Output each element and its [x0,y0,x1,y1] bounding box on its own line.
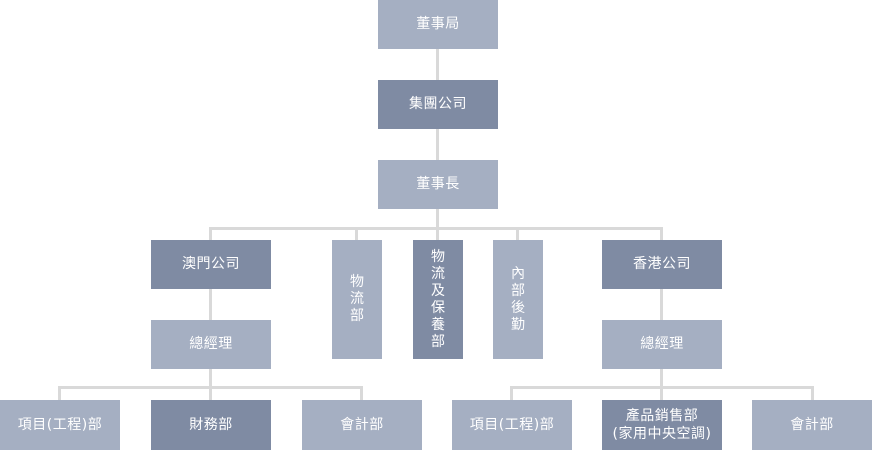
macau-company-label: 澳門公司 [182,256,240,272]
connector-to-logistics [355,227,358,240]
macau-projects-dept-label: 項目(工程)部 [17,416,103,433]
connector-to-logistics-maintenance [436,227,439,240]
connector-macau-dept-1 [58,386,61,400]
hongkong-accounting-dept-label: 會計部 [790,416,834,433]
connector-to-internal-logistics [516,227,519,240]
connector-macau-gm-down [209,369,212,387]
macau-company-box: 澳門公司 [151,240,271,289]
connector-hongkong-dept-2 [660,386,663,400]
macau-accounting-dept-label: 會計部 [340,416,384,433]
board-of-directors-box: 董事局 [378,0,498,49]
chairman-label: 董事長 [416,176,460,192]
logistics-dept-box: 物流部 [332,240,382,359]
group-company-label: 集團公司 [409,96,467,112]
chairman-box: 董事長 [378,160,498,209]
internal-logistics-dept-box: 內部後勤 [493,240,543,359]
connector-hongkong-dept-1 [510,386,513,400]
logistics-maintenance-dept-box: 物流及保養部 [413,240,463,359]
connector-chairman-branch [436,209,439,228]
connector-group-chairman [436,129,439,160]
hongkong-company-box: 香港公司 [602,240,722,289]
logistics-dept-label: 物流部 [350,274,365,324]
hongkong-projects-dept-label: 項目(工程)部 [469,416,555,433]
connector-to-macau [209,227,212,240]
logistics-maintenance-dept-label: 物流及保養部 [431,248,446,350]
hongkong-sales-dept-label: 產品銷售部 (家用中央空調) [612,408,712,442]
macau-finance-dept-label: 財務部 [189,416,233,433]
macau-finance-dept-box: 財務部 [151,400,271,450]
internal-logistics-dept-label: 內部後勤 [511,265,526,333]
connector-hongkong-gm [660,289,663,320]
connector-to-hongkong [660,227,663,240]
macau-projects-dept-box: 項目(工程)部 [0,400,120,450]
macau-general-manager-box: 總經理 [151,320,271,369]
connector-macau-gm [209,289,212,320]
connector-hongkong-gm-down [660,369,663,387]
connector-macau-dept-2 [209,386,212,400]
macau-general-manager-label: 總經理 [189,336,233,352]
board-of-directors-label: 董事局 [416,16,460,32]
macau-accounting-dept-box: 會計部 [302,400,422,450]
connector-hongkong-dept-3 [811,386,814,400]
hongkong-projects-dept-box: 項目(工程)部 [452,400,572,450]
hongkong-accounting-dept-box: 會計部 [752,400,872,450]
hongkong-general-manager-label: 總經理 [640,336,684,352]
hongkong-sales-dept-box: 產品銷售部 (家用中央空調) [602,400,722,450]
connector-macau-dept-3 [360,386,363,400]
group-company-box: 集團公司 [378,80,498,129]
hongkong-company-label: 香港公司 [633,256,691,272]
hongkong-general-manager-box: 總經理 [602,320,722,369]
connector-board-group [436,49,439,80]
